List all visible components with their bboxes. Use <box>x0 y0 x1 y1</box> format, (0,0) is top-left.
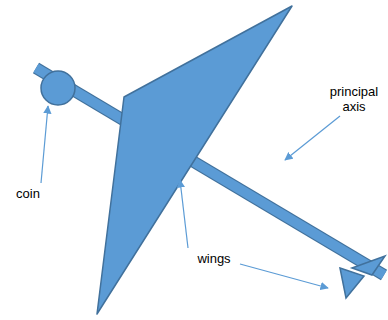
leader-line <box>285 116 340 160</box>
part-label: wings <box>186 251 242 266</box>
part-label: principal axis <box>324 84 384 114</box>
leader-line <box>41 106 48 183</box>
tail-wing-lower <box>340 268 364 298</box>
coin <box>41 71 75 105</box>
part-label: coin <box>6 186 50 201</box>
leader-line <box>180 180 188 248</box>
tail-wing-upper <box>352 256 385 275</box>
leader-line <box>240 264 328 288</box>
main-wing <box>97 6 292 314</box>
